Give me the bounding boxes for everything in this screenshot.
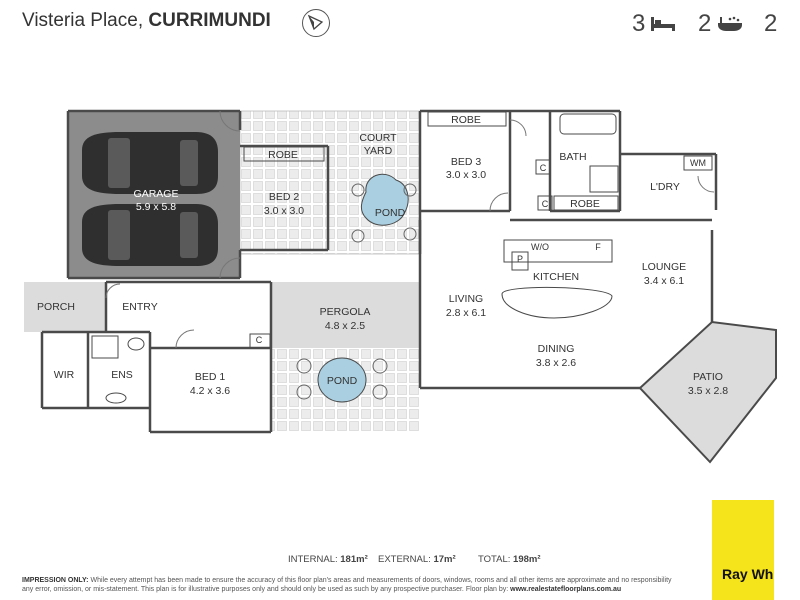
label-ens: ENS: [111, 369, 133, 381]
pond-pergola: [317, 357, 367, 403]
pond-court: [360, 173, 409, 226]
label-patio: PATIO: [693, 371, 723, 383]
label-ldry: L'DRY: [650, 181, 680, 193]
label-c-bed1: C: [256, 335, 263, 345]
compass-icon: [302, 9, 330, 37]
plant-icons: [296, 183, 417, 400]
label-c-bath: C: [540, 163, 547, 173]
label-wm: WM: [690, 158, 706, 168]
label-lounge-size: 3.4 x 6.1: [644, 275, 684, 287]
label-living-size: 2.8 x 6.1: [446, 307, 486, 319]
label-court: COURT: [359, 132, 397, 144]
car-icon: [82, 132, 218, 194]
label-robe-bath: ROBE: [570, 198, 600, 210]
internal-value: 181m²: [340, 554, 368, 565]
external-label: EXTERNAL:: [378, 554, 431, 565]
fixtures: [91, 111, 713, 404]
label-yard: YARD: [364, 145, 393, 157]
label-garage: GARAGE: [134, 188, 179, 200]
door-swings: [105, 110, 715, 349]
label-dining: DINING: [538, 343, 575, 355]
porch-area: [24, 282, 106, 332]
label-garage-size: 5.9 x 5.8: [136, 201, 176, 213]
car-icon: [82, 204, 218, 266]
brand-text: Ray White: [722, 566, 774, 582]
label-p: P: [517, 254, 523, 264]
total-value: 198m²: [513, 554, 541, 565]
disclaimer: IMPRESSION ONLY: While every attempt has…: [22, 576, 712, 594]
label-pond-pergola: POND: [327, 375, 358, 387]
label-bed2: BED 2: [269, 191, 300, 203]
car-count: 2: [764, 10, 778, 37]
external-value: 17m²: [433, 554, 456, 565]
label-robe-bed3: ROBE: [451, 114, 481, 126]
label-pond-court: POND: [375, 207, 406, 219]
label-lounge: LOUNGE: [642, 261, 686, 273]
patio-area: [638, 320, 777, 464]
bed-count: 3: [632, 10, 646, 37]
label-bed2-size: 3.0 x 3.0: [264, 205, 304, 217]
label-porch: PORCH: [37, 301, 75, 313]
label-bed1-size: 4.2 x 3.6: [190, 385, 230, 397]
label-kitchen: KITCHEN: [533, 271, 579, 283]
label-bath: BATH: [559, 151, 586, 163]
label-c-bath2: C: [542, 199, 549, 209]
label-living: LIVING: [449, 293, 483, 305]
disclaimer-line1: While every attempt has been made to ens…: [88, 577, 672, 584]
property-address: Visteria Place, CURRIMUNDI: [22, 10, 271, 32]
disclaimer-lead: IMPRESSION ONLY:: [22, 577, 89, 584]
label-entry: ENTRY: [122, 301, 157, 313]
street-name: Visteria Place,: [22, 10, 144, 31]
label-patio-size: 3.5 x 2.8: [688, 385, 728, 397]
bath-icon: [718, 16, 742, 31]
label-pergola: PERGOLA: [320, 306, 371, 318]
header: Visteria Place, CURRIMUNDI 3 2 2: [0, 0, 800, 50]
floorplan-url[interactable]: www.realestatefloorplans.com.au: [510, 586, 622, 593]
label-wir: WIR: [54, 369, 75, 381]
brand-logo: Ray White: [712, 500, 774, 600]
pergola-area: [271, 282, 419, 348]
label-bed3-size: 3.0 x 3.0: [446, 169, 486, 181]
label-dining-size: 3.8 x 2.6: [536, 357, 576, 369]
floor-plan: GARAGE 5.9 x 5.8 COURT YARD ROBE BED 2 3…: [24, 109, 777, 464]
room-labels: GARAGE 5.9 x 5.8 COURT YARD ROBE BED 2 3…: [37, 114, 728, 397]
label-bed3: BED 3: [451, 156, 482, 168]
disclaimer-line2: any error, omission, or mis-statement. T…: [22, 586, 511, 593]
label-bed1: BED 1: [195, 371, 226, 383]
bed-icon: [651, 17, 675, 31]
label-f: F: [595, 242, 601, 252]
internal-label: INTERNAL:: [288, 554, 338, 565]
bath-count: 2: [698, 10, 712, 37]
label-pergola-size: 4.8 x 2.5: [325, 320, 365, 332]
label-robe-bed2: ROBE: [268, 149, 298, 161]
total-label: TOTAL:: [478, 554, 511, 565]
suburb-name: CURRIMUNDI: [148, 10, 271, 31]
label-wo: W/O: [531, 242, 549, 252]
